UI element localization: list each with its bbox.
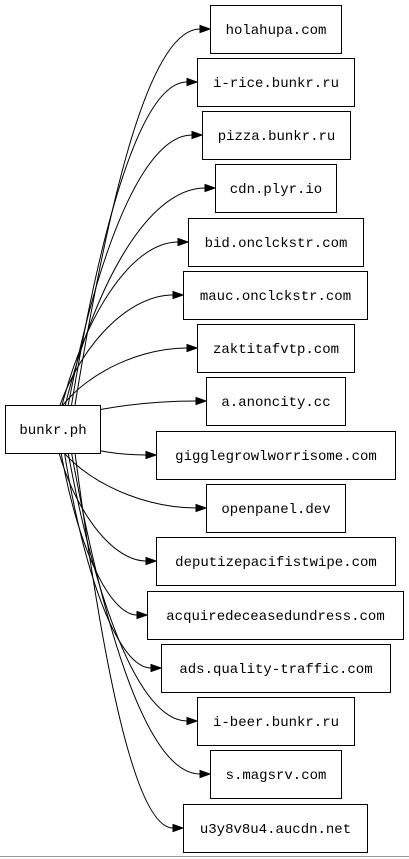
node-s-magsrv-com-box — [210, 750, 342, 799]
edge-to-i-rice-bunkr-ru — [70, 77, 199, 409]
node-u3y8v8u4-aucdn-net: u3y8v8u4.aucdn.net — [183, 804, 368, 853]
node-i-rice-bunkr-ru: i-rice.bunkr.ru — [197, 58, 355, 107]
divider — [0, 856, 409, 857]
edge-to-gigglegrowlworrisome-com-arrowhead — [145, 450, 158, 460]
node-bunkr-ph-box — [5, 405, 101, 454]
node-deputizepacifistwipe-com-label: deputizepacifistwipe.com — [175, 555, 377, 571]
edge-to-deputizepacifistwipe-com — [54, 436, 158, 566]
edge-to-ads-quality-traffic-com — [62, 443, 163, 673]
node-pizza-bunkr-ru-box — [202, 111, 351, 160]
node-gigglegrowlworrisome-com-box — [156, 431, 396, 480]
node-i-rice-bunkr-ru-box — [197, 58, 355, 107]
edge-to-bid-onclckstr-com-line — [58, 241, 179, 418]
node-openpanel-dev-box — [206, 484, 346, 533]
node-bunkr-ph-label: bunkr.ph — [19, 423, 86, 439]
edge-to-cdn-plyr-io-arrowhead — [204, 183, 217, 193]
node-pizza-bunkr-ru: pizza.bunkr.ru — [202, 111, 351, 160]
edge-to-acquiredeceasedundress-com-arrowhead — [136, 610, 149, 620]
edge-to-mauc-onclckstr-com-arrowhead — [172, 290, 185, 300]
edge-to-u3y8v8u4-aucdn-net-line — [74, 452, 174, 829]
edge-to-openpanel-dev-arrowhead — [195, 503, 208, 513]
node-bid-onclckstr-com-label: bid.onclckstr.com — [205, 236, 348, 252]
node-deputizepacifistwipe-com-box — [156, 537, 396, 586]
node-bid-onclckstr-com: bid.onclckstr.com — [188, 218, 364, 267]
edge-to-u3y8v8u4-aucdn-net — [74, 452, 185, 833]
node-s-magsrv-com: s.magsrv.com — [210, 750, 342, 799]
node-acquiredeceasedundress-com-label: acquiredeceasedundress.com — [166, 609, 384, 625]
edge-to-pizza-bunkr-ru — [66, 130, 204, 412]
edge-to-bid-onclckstr-com — [58, 237, 190, 418]
node-bunkr-ph: bunkr.ph — [5, 405, 101, 454]
edge-to-zaktitafvtp-com-arrowhead — [186, 343, 199, 353]
edge-to-acquiredeceasedundress-com — [58, 440, 149, 620]
node-ads-quality-traffic-com-label: ads.quality-traffic.com — [179, 662, 372, 678]
node-deputizepacifistwipe-com: deputizepacifistwipe.com — [156, 537, 396, 586]
node-acquiredeceasedundress-com-box — [147, 591, 404, 640]
node-ads-quality-traffic-com-box — [161, 644, 391, 693]
edge-to-bid-onclckstr-com-arrowhead — [177, 237, 190, 247]
node-pizza-bunkr-ru-label: pizza.bunkr.ru — [218, 129, 336, 145]
edge-to-s-magsrv-com-arrowhead — [199, 769, 212, 779]
edge-to-holahupa-com-arrowhead — [199, 24, 212, 34]
node-s-magsrv-com-label: s.magsrv.com — [226, 768, 327, 784]
node-i-beer-bunkr-ru-box — [197, 697, 355, 746]
node-holahupa-com: holahupa.com — [210, 5, 342, 54]
node-a-anoncity-cc-box — [206, 377, 346, 426]
node-holahupa-com-box — [210, 5, 342, 54]
edge-to-deputizepacifistwipe-com-line — [54, 436, 147, 562]
edge-to-cdn-plyr-io — [62, 183, 217, 415]
edge-to-ads-quality-traffic-com-arrowhead — [150, 663, 163, 673]
node-ads-quality-traffic-com: ads.quality-traffic.com — [161, 644, 391, 693]
node-bid-onclckstr-com-box — [188, 218, 364, 267]
edge-to-u3y8v8u4-aucdn-net-arrowhead — [172, 823, 185, 833]
edge-to-deputizepacifistwipe-com-arrowhead — [145, 556, 158, 566]
edge-to-i-rice-bunkr-ru-arrowhead — [186, 77, 199, 87]
node-cdn-plyr-io-label: cdn.plyr.io — [230, 182, 322, 198]
node-openpanel-dev: openpanel.dev — [206, 484, 346, 533]
node-i-beer-bunkr-ru-label: i-beer.bunkr.ru — [213, 715, 339, 731]
node-i-beer-bunkr-ru: i-beer.bunkr.ru — [197, 697, 355, 746]
node-mauc-onclckstr-com: mauc.onclckstr.com — [183, 271, 368, 320]
edge-to-pizza-bunkr-ru-line — [66, 134, 193, 412]
node-zaktitafvtp-com: zaktitafvtp.com — [197, 324, 355, 373]
node-openpanel-dev-label: openpanel.dev — [221, 502, 330, 518]
node-u3y8v8u4-aucdn-net-box — [183, 804, 368, 853]
edge-to-i-beer-bunkr-ru-arrowhead — [186, 716, 199, 726]
edge-to-holahupa-com-line — [74, 28, 201, 406]
node-zaktitafvtp-com-box — [197, 324, 355, 373]
node-layer: holahupa.com i-rice.bunkr.ru pizza.bunkr.r… — [5, 5, 404, 853]
node-acquiredeceasedundress-com: acquiredeceasedundress.com — [147, 591, 404, 640]
node-a-anoncity-cc: a.anoncity.cc — [206, 377, 346, 426]
node-zaktitafvtp-com-label: zaktitafvtp.com — [213, 342, 339, 358]
node-mauc-onclckstr-com-label: mauc.onclckstr.com — [200, 289, 351, 305]
edge-to-ads-quality-traffic-com-line — [62, 443, 152, 669]
node-a-anoncity-cc-label: a.anoncity.cc — [221, 395, 330, 411]
node-gigglegrowlworrisome-com-label: gigglegrowlworrisome.com — [175, 449, 377, 465]
node-i-rice-bunkr-ru-label: i-rice.bunkr.ru — [213, 76, 339, 92]
edge-to-cdn-plyr-io-line — [62, 187, 206, 415]
edge-to-i-beer-bunkr-ru — [66, 446, 199, 726]
edge-to-i-rice-bunkr-ru-line — [70, 81, 188, 409]
node-u3y8v8u4-aucdn-net-label: u3y8v8u4.aucdn.net — [200, 822, 351, 838]
node-gigglegrowlworrisome-com: gigglegrowlworrisome.com — [156, 431, 396, 480]
node-cdn-plyr-io: cdn.plyr.io — [215, 164, 337, 213]
edge-to-mauc-onclckstr-com-line — [54, 294, 174, 422]
edge-to-a-anoncity-cc-arrowhead — [195, 396, 208, 406]
edge-to-i-beer-bunkr-ru-line — [66, 446, 188, 722]
edge-to-mauc-onclckstr-com — [54, 290, 185, 422]
node-cdn-plyr-io-box — [215, 164, 337, 213]
edge-to-acquiredeceasedundress-com-line — [58, 440, 138, 616]
node-holahupa-com-label: holahupa.com — [226, 23, 327, 39]
edge-to-holahupa-com — [74, 24, 212, 406]
node-mauc-onclckstr-com-box — [183, 271, 368, 320]
edge-to-pizza-bunkr-ru-arrowhead — [191, 130, 204, 140]
